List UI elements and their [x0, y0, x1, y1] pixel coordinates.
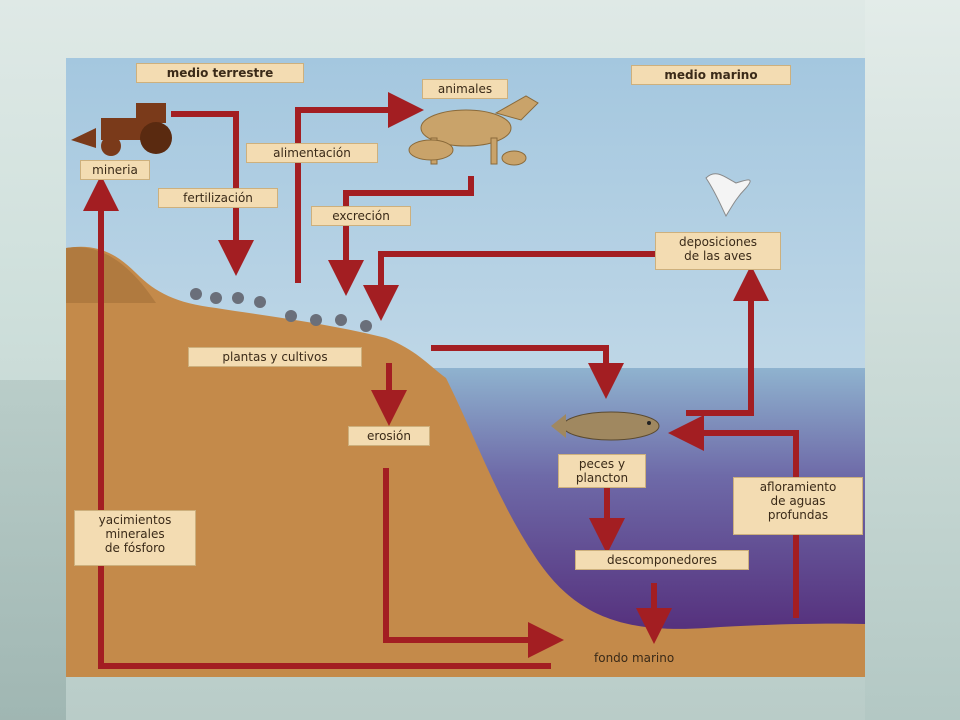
label-yacimientos: yacimientos minerales de fósforo — [74, 510, 196, 566]
label-excrecion: excreción — [311, 206, 411, 226]
arrows — [83, 92, 799, 669]
arrow-seafloor-to-mining — [83, 175, 551, 669]
label-mineria: mineria — [80, 160, 150, 180]
bird-icon — [705, 173, 751, 218]
label-deposiciones: deposiciones de las aves — [655, 232, 781, 270]
label-fondo-marino: fondo marino — [594, 651, 675, 665]
label-erosion: erosión — [348, 426, 430, 446]
label-fertilizacion: fertilización — [158, 188, 278, 208]
label-plantas: plantas y cultivos — [188, 347, 362, 367]
tractor-icon — [71, 103, 172, 156]
arrow-upwelling-to-fish — [668, 415, 799, 618]
phosphorus-cycle-diagram: medio terrestre medio marino animales mi… — [66, 58, 865, 677]
arrow-plants-to-animals — [295, 92, 424, 283]
plants-icon — [190, 288, 372, 332]
arrow-plants-to-fish — [431, 345, 624, 399]
land-hill — [66, 247, 156, 303]
arrow-erosion-to-seafloor — [383, 468, 564, 658]
diagram-drawing — [66, 58, 865, 677]
label-medio-terrestre: medio terrestre — [136, 63, 304, 83]
label-peces: peces y plancton — [558, 454, 646, 488]
label-animales: animales — [422, 79, 508, 99]
label-medio-marino: medio marino — [631, 65, 791, 85]
background-left — [0, 380, 66, 720]
fish-icon — [551, 411, 660, 441]
arrow-birds-to-soil — [363, 251, 656, 321]
label-alimentacion: alimentación — [246, 143, 378, 163]
arrow-animals-to-soil — [328, 176, 474, 296]
label-descomponedores: descomponedores — [575, 550, 749, 570]
arrow-mining-to-fertilization — [171, 111, 254, 276]
label-afloramiento: afloramiento de aguas profundas — [733, 477, 863, 535]
animals-icon — [408, 95, 539, 166]
background-right — [865, 0, 960, 720]
arrow-fish-to-birds — [686, 265, 769, 416]
